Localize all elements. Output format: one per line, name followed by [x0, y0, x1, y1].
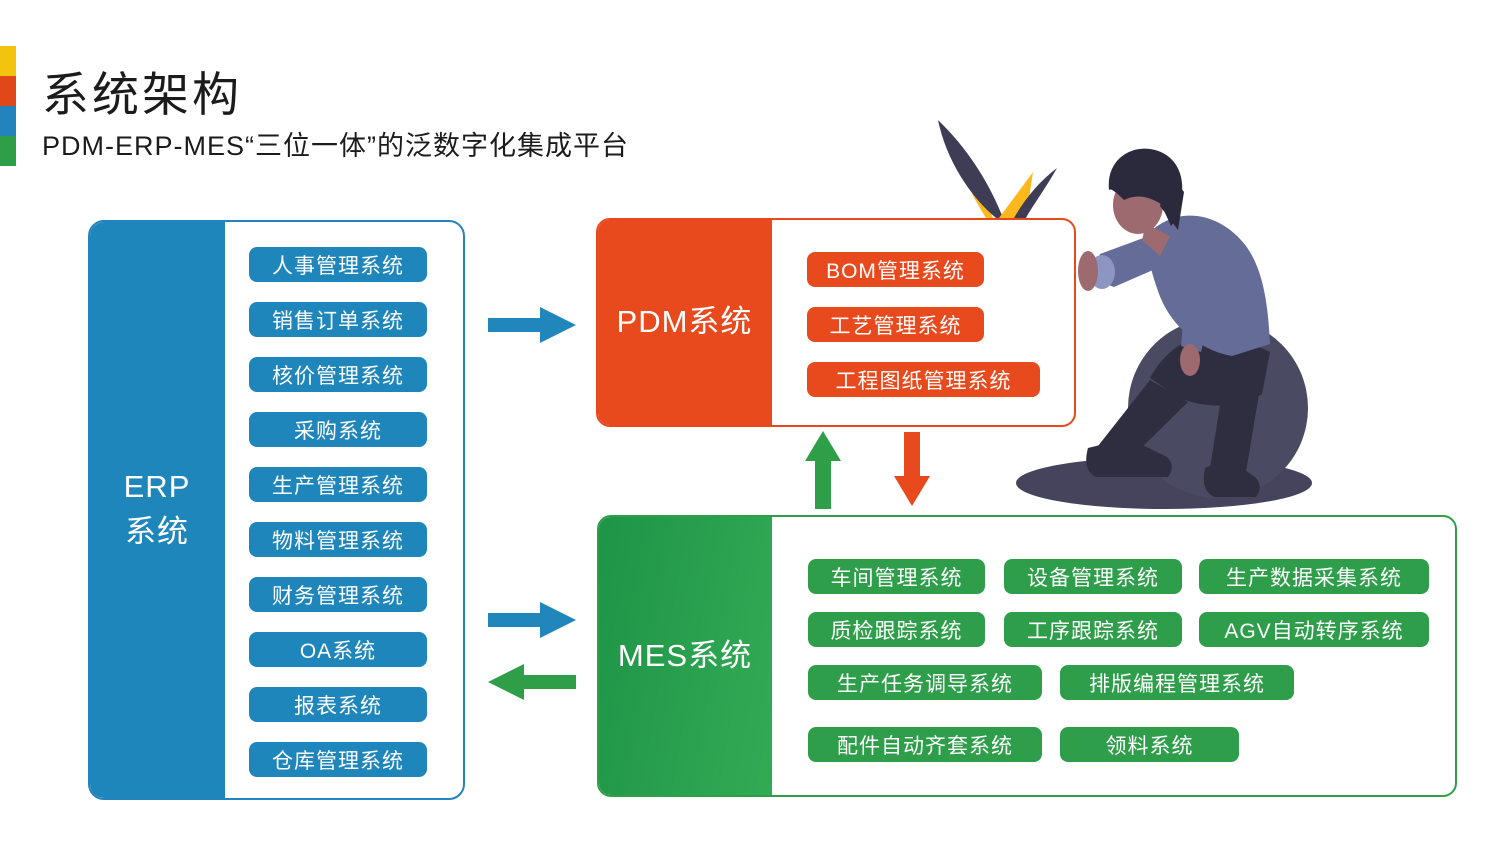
- erp-item-oa[interactable]: OA系统: [249, 632, 427, 667]
- plant-leaves-illustration: [938, 120, 1057, 218]
- erp-panel: ERP 系统: [90, 222, 225, 798]
- person-on-ball-illustration: [1016, 148, 1312, 509]
- mes-item-equipment[interactable]: 设备管理系统: [1004, 559, 1182, 594]
- mes-item-picking[interactable]: 领料系统: [1060, 727, 1239, 762]
- pdm-item-bom[interactable]: BOM管理系统: [807, 252, 984, 287]
- mes-item-task-dispatch[interactable]: 生产任务调导系统: [808, 665, 1042, 700]
- mes-item-process-tracking[interactable]: 工序跟踪系统: [1004, 612, 1182, 647]
- pdm-item-drawing[interactable]: 工程图纸管理系统: [807, 362, 1040, 397]
- erp-item-material[interactable]: 物料管理系统: [249, 522, 427, 557]
- pdm-panel: PDM系统: [598, 220, 772, 425]
- erp-item-finance[interactable]: 财务管理系统: [249, 577, 427, 612]
- mes-panel: MES系统: [599, 517, 772, 795]
- accent-square-red: [0, 76, 16, 106]
- erp-panel-label: ERP 系统: [123, 469, 191, 549]
- mes-item-quality-tracking[interactable]: 质检跟踪系统: [808, 612, 985, 647]
- erp-item-report[interactable]: 报表系统: [249, 687, 427, 722]
- mes-to-pdm-arrow-icon: [805, 431, 841, 509]
- mes-item-agv-transfer[interactable]: AGV自动转序系统: [1199, 612, 1429, 647]
- page-title: 系统架构: [42, 68, 242, 121]
- erp-item-costing[interactable]: 核价管理系统: [249, 357, 427, 392]
- erp-box: ERP 系统 人事管理系统 销售订单系统 核价管理系统 采购系统 生产管理系统 …: [88, 220, 465, 800]
- erp-to-mes-arrow-icon: [488, 602, 576, 638]
- pdm-to-mes-arrow-icon: [894, 432, 930, 506]
- pdm-box: PDM系统 BOM管理系统 工艺管理系统 工程图纸管理系统: [596, 218, 1076, 427]
- mes-box: MES系统 车间管理系统 设备管理系统 生产数据采集系统 质检跟踪系统 工序跟踪…: [597, 515, 1457, 797]
- pdm-item-process[interactable]: 工艺管理系统: [807, 307, 984, 342]
- mes-item-kitting[interactable]: 配件自动齐套系统: [808, 727, 1042, 762]
- mes-item-data-collection[interactable]: 生产数据采集系统: [1199, 559, 1429, 594]
- accent-square-yellow: [0, 46, 16, 76]
- mes-to-erp-arrow-icon: [488, 664, 576, 700]
- erp-item-sales-order[interactable]: 销售订单系统: [249, 302, 427, 337]
- erp-to-pdm-arrow-icon: [488, 307, 576, 343]
- erp-item-warehouse[interactable]: 仓库管理系统: [249, 742, 427, 777]
- erp-item-procurement[interactable]: 采购系统: [249, 412, 427, 447]
- page-subtitle: PDM-ERP-MES“三位一体”的泛数字化集成平台: [42, 131, 629, 161]
- mes-panel-label: MES系统: [617, 637, 753, 673]
- erp-item-hr[interactable]: 人事管理系统: [249, 247, 427, 282]
- pdm-panel-label: PDM系统: [616, 304, 753, 340]
- mes-item-workshop[interactable]: 车间管理系统: [808, 559, 985, 594]
- accent-square-green: [0, 136, 16, 166]
- erp-item-production[interactable]: 生产管理系统: [249, 467, 427, 502]
- accent-square-blue: [0, 106, 16, 136]
- accent-strip: [0, 46, 16, 166]
- mes-item-nesting-programming[interactable]: 排版编程管理系统: [1060, 665, 1294, 700]
